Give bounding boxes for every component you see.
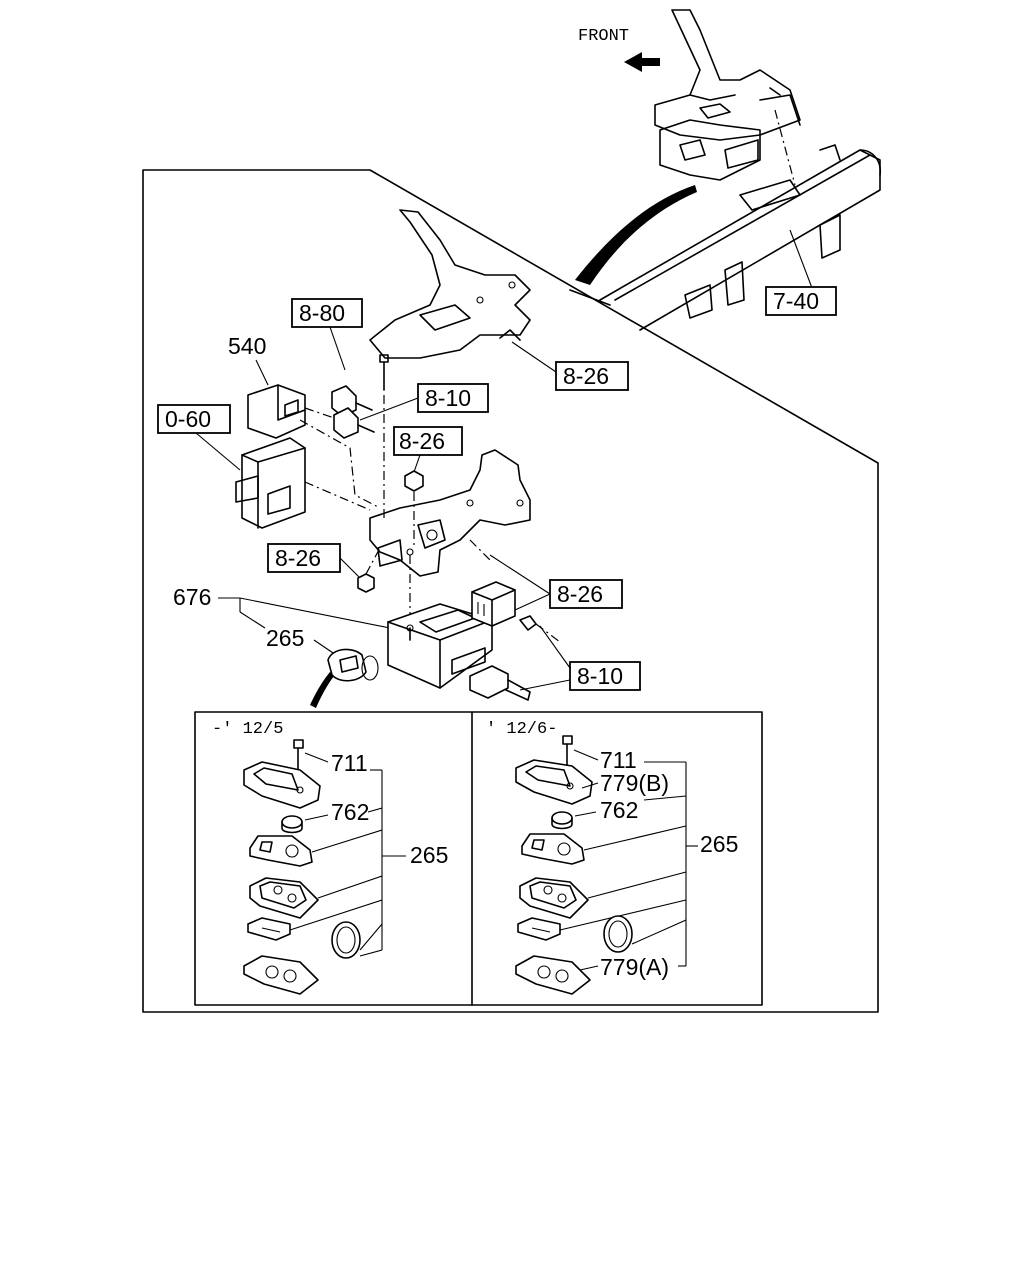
crossmember-overview bbox=[569, 9, 882, 331]
left-label-265: 265 bbox=[410, 842, 448, 868]
callout-8-26-a: 8-26 bbox=[511, 341, 629, 391]
right-label-711: 711 bbox=[600, 747, 637, 773]
callout-8-26-d: 8-26 bbox=[471, 554, 623, 643]
front-label: FRONT bbox=[578, 27, 629, 46]
label-540: 540 bbox=[228, 333, 266, 359]
callout-8-26-b: 8-26 bbox=[393, 426, 463, 548]
callout-8-26-c: 8-26 bbox=[267, 543, 381, 593]
key-inset-right: ' 12/6- 711 779(B) 762 bbox=[486, 720, 738, 995]
part-265-key: 265 bbox=[266, 625, 379, 708]
right-label-265: 265 bbox=[700, 831, 738, 857]
left-label-711: 711 bbox=[331, 750, 368, 776]
inset-right-title: ' 12/6- bbox=[486, 720, 557, 739]
label-8-26-b: 8-26 bbox=[399, 428, 445, 454]
label-8-26-a: 8-26 bbox=[563, 363, 609, 389]
part-540: 540 bbox=[228, 333, 341, 439]
upper-bracket bbox=[369, 209, 531, 520]
label-676: 676 bbox=[173, 584, 211, 610]
key-inset-left: -' 12/5 711 762 bbox=[212, 720, 448, 995]
key-detail-arrow bbox=[310, 672, 334, 708]
front-arrow-icon bbox=[624, 52, 660, 72]
label-265-main: 265 bbox=[266, 625, 304, 651]
inset-left-title: -' 12/5 bbox=[212, 720, 283, 739]
left-label-762: 762 bbox=[331, 799, 369, 825]
right-label-779b: 779(B) bbox=[600, 770, 669, 796]
label-7-40: 7-40 bbox=[773, 288, 819, 314]
right-label-779a: 779(A) bbox=[600, 954, 669, 980]
key-inset-frame bbox=[194, 711, 763, 1006]
part-676: 676 bbox=[173, 584, 493, 689]
callout-8-10-a: 8-10 bbox=[333, 383, 489, 439]
label-8-26-d: 8-26 bbox=[557, 581, 603, 607]
view-arrow bbox=[575, 185, 697, 285]
right-label-762: 762 bbox=[600, 797, 638, 823]
callout-8-10-b: 8-10 bbox=[469, 625, 641, 701]
front-indicator: FRONT bbox=[578, 27, 660, 72]
label-8-80: 8-80 bbox=[299, 300, 345, 326]
detail-frame bbox=[142, 169, 879, 1013]
callout-7-40: 7-40 bbox=[765, 229, 837, 316]
mounting-bracket bbox=[369, 449, 531, 625]
label-0-60: 0-60 bbox=[165, 406, 211, 432]
part-0-60: 0-60 bbox=[157, 404, 381, 529]
label-8-10-b: 8-10 bbox=[577, 663, 623, 689]
callout-8-80: 8-80 bbox=[291, 298, 373, 417]
label-8-10-a: 8-10 bbox=[425, 385, 471, 411]
label-8-26-c: 8-26 bbox=[275, 545, 321, 571]
